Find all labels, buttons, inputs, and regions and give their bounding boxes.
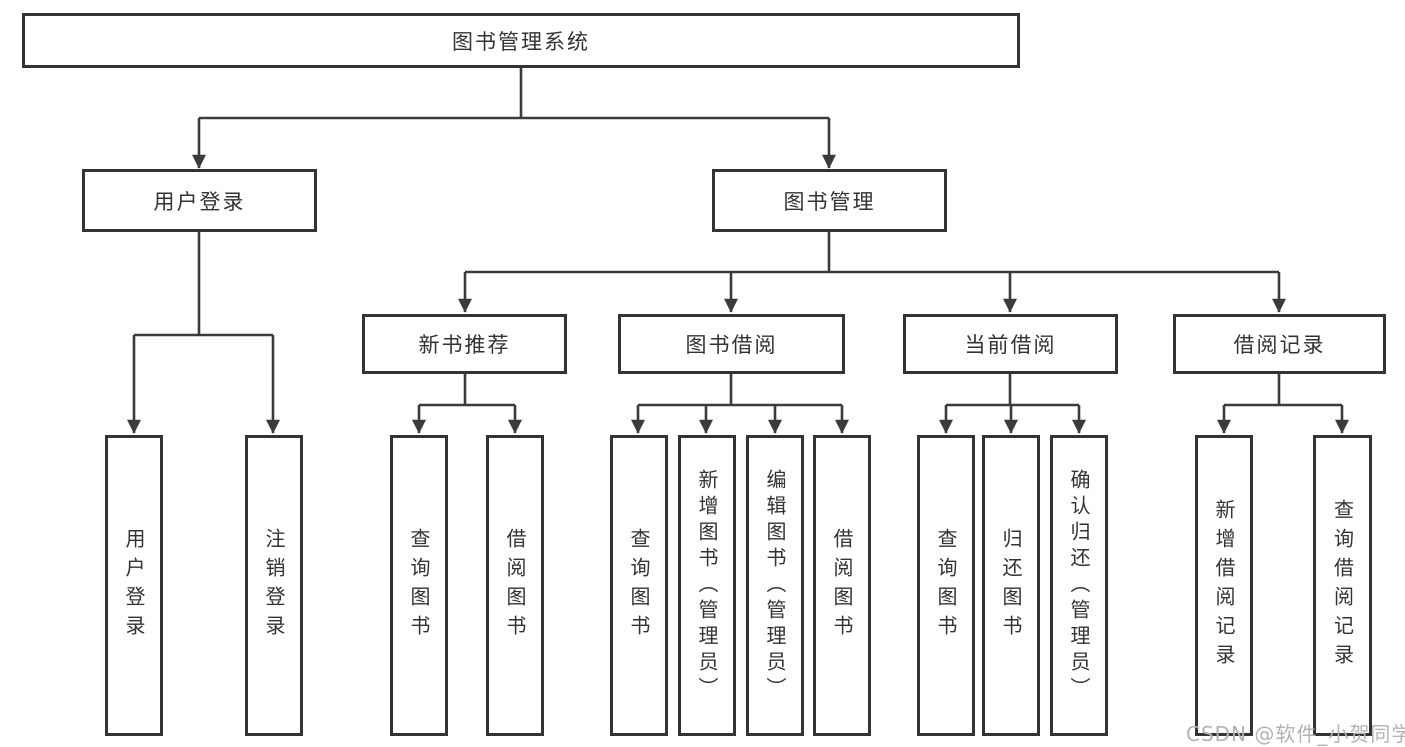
leaf-logout: 注销登录	[245, 435, 303, 736]
watermark: CSDN @软件_小贺同学	[1186, 722, 1405, 746]
leaf-query-borrow-record-label: 查询借阅记录	[1330, 498, 1355, 673]
leaf-query-books-3-label: 查询图书	[934, 527, 958, 644]
connector-borrow-records-subtree	[1217, 374, 1349, 434]
connector-current-borrow-subtree	[939, 374, 1086, 434]
leaf-borrow-books-1-label: 借阅图书	[503, 527, 527, 644]
connector-root-to-level2	[192, 67, 836, 169]
leaf-query-books-3: 查询图书	[917, 435, 975, 736]
leaf-user-login-label: 用户登录	[122, 527, 146, 644]
leaf-borrow-books-2: 借阅图书	[813, 435, 871, 736]
leaf-confirm-return-admin-label: 确认归还（管理员）	[1067, 468, 1091, 703]
leaf-confirm-return-admin: 确认归还（管理员）	[1050, 435, 1108, 736]
connector-new-book-recommend-subtree	[412, 374, 522, 434]
leaf-return-books-label: 归还图书	[999, 527, 1023, 644]
connector-user-login-subtree	[127, 232, 280, 434]
leaf-query-borrow-record: 查询借阅记录	[1313, 435, 1372, 736]
node-root-library-management-system: 图书管理系统	[22, 13, 1020, 68]
leaf-edit-books-admin-label: 编辑图书（管理员）	[763, 468, 787, 703]
leaf-add-borrow-record: 新增借阅记录	[1195, 435, 1253, 736]
leaf-return-books: 归还图书	[982, 435, 1040, 736]
leaf-query-books-1: 查询图书	[390, 435, 448, 736]
leaf-borrow-books-1: 借阅图书	[486, 435, 544, 736]
leaf-add-books-admin-label: 新增图书（管理员）	[695, 468, 719, 703]
leaf-query-books-1-label: 查询图书	[407, 527, 431, 644]
leaf-logout-label: 注销登录	[262, 527, 286, 644]
node-new-book-recommend: 新书推荐	[362, 314, 567, 374]
node-user-login: 用户登录	[82, 169, 317, 232]
leaf-add-books-admin: 新增图书（管理员）	[678, 435, 736, 736]
leaf-edit-books-admin: 编辑图书（管理员）	[746, 435, 804, 736]
leaf-borrow-books-2-label: 借阅图书	[830, 527, 854, 644]
leaf-query-books-2: 查询图书	[610, 435, 668, 736]
connector-book-management-subtree	[458, 232, 1286, 313]
leaf-add-borrow-record-label: 新增借阅记录	[1212, 498, 1236, 673]
leaf-user-login: 用户登录	[105, 435, 163, 736]
node-book-management: 图书管理	[712, 169, 947, 232]
leaf-query-books-2-label: 查询图书	[627, 527, 651, 644]
node-borrow-records: 借阅记录	[1173, 314, 1386, 374]
connector-book-borrow-subtree	[631, 374, 849, 434]
node-current-borrow: 当前借阅	[903, 314, 1118, 374]
node-book-borrow: 图书借阅	[618, 314, 845, 374]
